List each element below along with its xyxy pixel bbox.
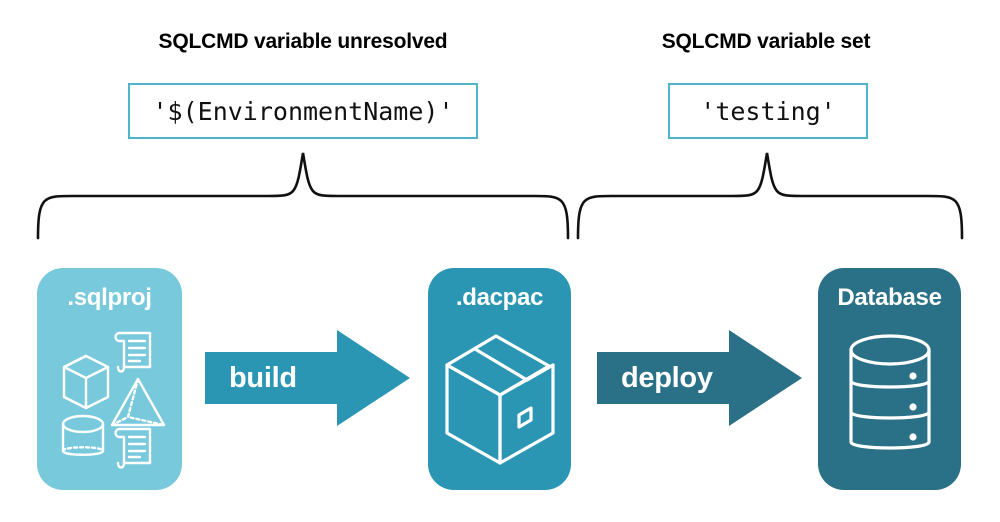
project-shapes-icon: [37, 316, 182, 480]
code-text-set: 'testing': [700, 96, 836, 126]
db-indicator-dot-2: [908, 403, 917, 411]
scroll-script-icon-top: [113, 331, 151, 373]
curly-brace-right-icon: [576, 152, 964, 240]
artifact-box-database[interactable]: Database: [818, 268, 961, 490]
arrow-build-icon: [205, 330, 410, 426]
annotation-title-set: SQLCMD variable set: [661, 30, 871, 53]
annotation-title-unresolved: SQLCMD variable unresolved: [158, 30, 448, 53]
artifact-box-dacpac[interactable]: .dacpac: [428, 268, 571, 490]
code-box-set-value: 'testing': [668, 83, 868, 139]
cube-wireframe-icon: [62, 354, 109, 410]
arrow-deploy-icon: [597, 330, 802, 426]
scroll-script-icon-bottom: [113, 427, 151, 469]
pyramid-wireframe-icon: [110, 377, 165, 427]
code-box-unresolved-value: '$(EnvironmentName)': [128, 83, 478, 139]
database-cylinder-icon: [818, 316, 961, 480]
artifact-label-sqlproj: .sqlproj: [67, 284, 152, 311]
package-box-icon: [428, 316, 571, 480]
arrow-deploy: deploy: [597, 330, 802, 426]
code-text-unresolved: '$(EnvironmentName)': [152, 96, 454, 126]
artifact-label-dacpac: .dacpac: [455, 284, 544, 311]
artifact-label-database: Database: [837, 284, 942, 311]
curly-brace-left-icon: [36, 152, 570, 240]
db-indicator-dot-1: [908, 372, 917, 380]
cylinder-wireframe-icon: [61, 414, 104, 456]
artifact-box-sqlproj[interactable]: .sqlproj: [37, 268, 182, 490]
db-indicator-dot-3: [908, 433, 917, 441]
arrow-build: build: [205, 330, 410, 426]
